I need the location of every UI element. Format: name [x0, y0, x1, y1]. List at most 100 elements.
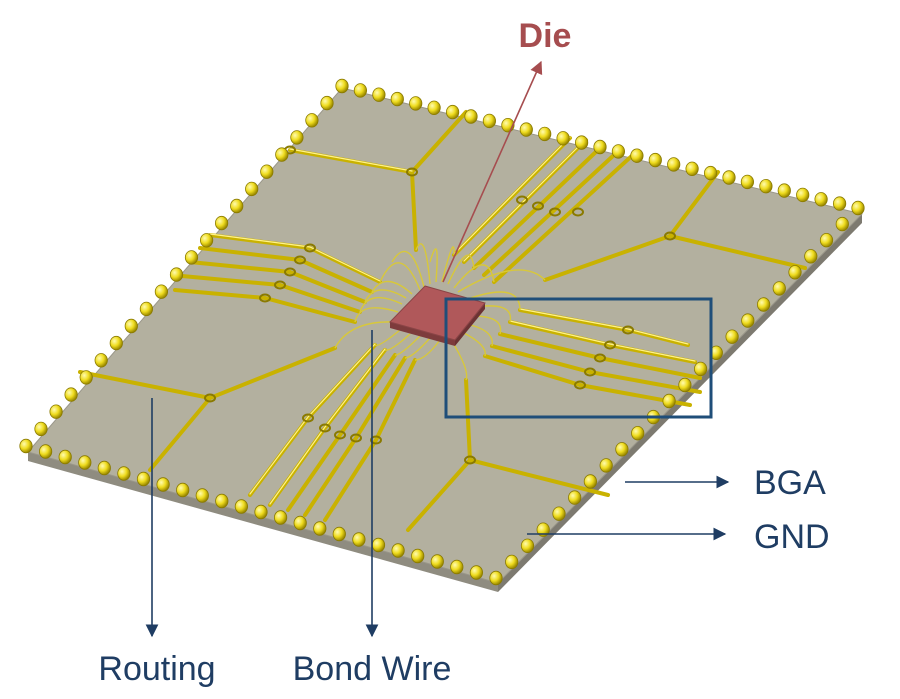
trace [173, 288, 357, 324]
solder-ball [741, 313, 755, 328]
trace [286, 353, 397, 512]
highlight-box [444, 297, 713, 419]
solder-ball [275, 147, 289, 162]
routing-label: Routing [98, 650, 215, 688]
solder-ball [332, 526, 346, 542]
solder-ball [169, 267, 184, 282]
trace [188, 260, 367, 304]
trace [78, 370, 212, 400]
solder-ball [631, 426, 645, 441]
solder-ball [200, 233, 214, 248]
solder-ball [611, 144, 626, 159]
trace [482, 153, 616, 277]
solder-ball [725, 329, 739, 344]
solder-ball [139, 301, 153, 317]
die-arrow [442, 60, 543, 283]
solder-ball [136, 471, 151, 487]
solder-ball [391, 543, 405, 558]
solder-ball [450, 559, 464, 575]
trace [323, 358, 417, 522]
trace [498, 332, 702, 380]
solder-ball [260, 164, 274, 179]
trace [208, 233, 382, 284]
solder-ball [777, 183, 791, 198]
solder-ball [759, 178, 773, 194]
trace [452, 136, 572, 257]
solder-ball [19, 438, 33, 454]
solder-ball [124, 318, 138, 334]
trace [464, 378, 472, 462]
solder-ball [662, 393, 676, 409]
solder-ball [79, 370, 93, 385]
solder-ball [519, 122, 533, 137]
solder-ball [583, 474, 598, 489]
solder-ball [464, 109, 478, 124]
trace [668, 234, 807, 270]
solder-ball [552, 506, 566, 521]
solder-ball [290, 130, 304, 145]
bga-label: BGA [754, 464, 826, 502]
routing-trace-highlights [209, 136, 696, 505]
solder-ball [293, 515, 307, 531]
trace [288, 148, 414, 174]
solder-ball [445, 104, 460, 120]
solder-ball [574, 135, 589, 150]
substrate-side [28, 452, 498, 592]
bga-solder-balls [19, 78, 865, 586]
solder-ball [352, 532, 366, 547]
solder-ball [176, 482, 190, 498]
solder-ball [469, 565, 483, 580]
trace [472, 146, 602, 270]
solder-ball [273, 510, 288, 525]
bond-wire-label: Bond Wire [293, 650, 452, 688]
solder-ball [851, 200, 865, 216]
solder-ball [245, 181, 259, 197]
solder-ball [234, 499, 248, 514]
solder-ball [536, 522, 550, 537]
solder-ball [832, 196, 847, 211]
solder-ball [215, 215, 229, 231]
solder-ball [195, 488, 209, 503]
solder-ball [97, 460, 111, 476]
die-label: Die [519, 17, 572, 55]
die-side-right [455, 303, 485, 346]
die-side [390, 322, 455, 346]
trace [406, 458, 472, 532]
solder-ball [667, 157, 681, 172]
solder-ball [685, 161, 699, 177]
solder-ball [230, 198, 244, 214]
trace [303, 356, 407, 517]
trace [518, 308, 690, 347]
solder-ball [320, 95, 334, 111]
solder-ball [184, 250, 199, 265]
solder-ball [678, 377, 692, 393]
solder-ball [804, 249, 818, 264]
solder-ball [78, 455, 92, 470]
solder-ball [788, 265, 802, 280]
solder-ball [353, 83, 367, 98]
solder-ball [371, 537, 386, 553]
vias [204, 145, 676, 465]
solder-ball [34, 421, 48, 437]
trace [468, 458, 610, 497]
solder-ball [593, 139, 607, 155]
solder-ball [313, 521, 327, 536]
trace [410, 170, 418, 252]
solder-ball [489, 570, 503, 586]
trace [462, 138, 588, 264]
solder-ball [520, 538, 535, 554]
solder-ball [599, 458, 613, 473]
solder-ball [568, 490, 582, 505]
solder-ball [505, 554, 519, 570]
solder-ball [615, 442, 629, 457]
solder-ball [109, 335, 123, 351]
solder-ball [835, 216, 849, 232]
solder-ball [335, 78, 349, 94]
solder-ball [409, 96, 423, 111]
solder-ball [430, 554, 444, 569]
solder-ball [154, 284, 168, 299]
solder-ball [772, 281, 786, 296]
solder-ball [372, 87, 386, 102]
solder-ball [38, 444, 53, 459]
